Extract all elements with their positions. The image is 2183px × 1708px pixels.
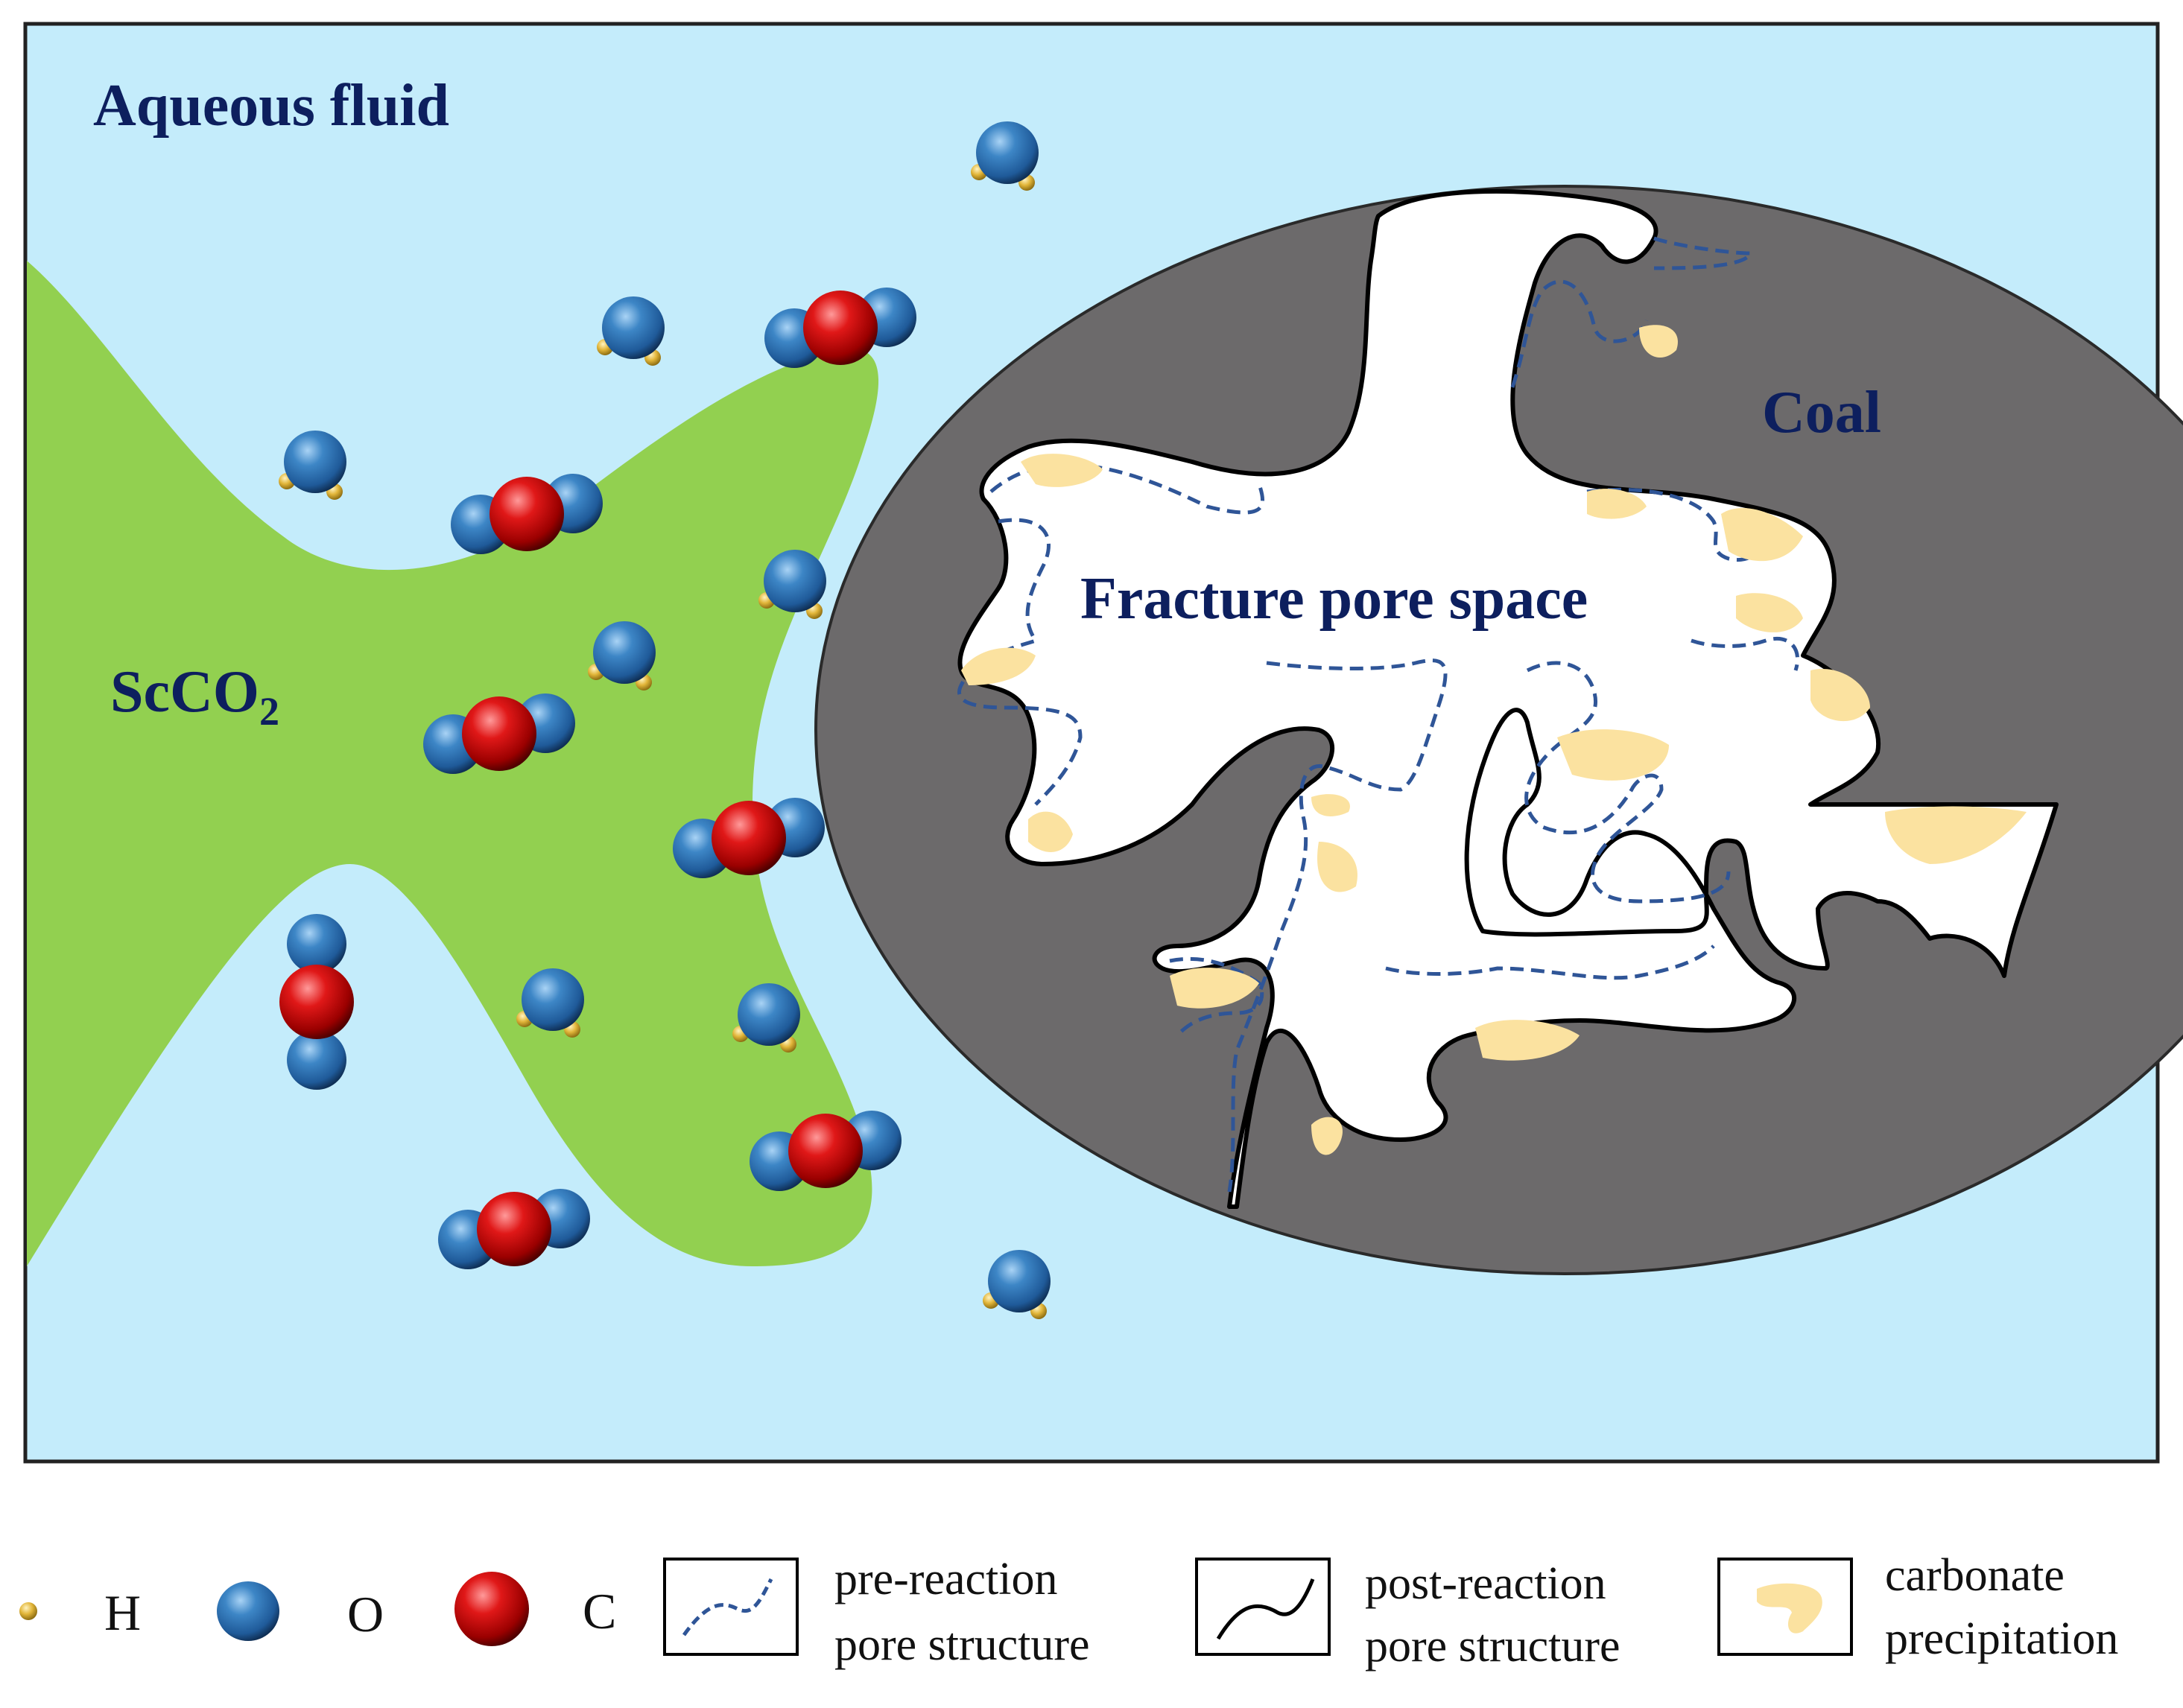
- fracture-pore-space: [957, 188, 2059, 1209]
- legend: H O C pre-reaction pore structure post-r…: [19, 1550, 2118, 1672]
- hydrogen-legend-icon: [19, 1602, 37, 1620]
- hydrogen-legend-label: H: [104, 1584, 141, 1641]
- post-reaction-legend-line2: pore structure: [1365, 1621, 1620, 1672]
- fracture-pore-space-label: Fracture pore space: [1080, 566, 1588, 632]
- scco2-label: ScCO2: [110, 659, 279, 734]
- carbon-legend-icon: [454, 1572, 529, 1646]
- coal-label: Coal: [1762, 380, 1881, 445]
- co2-molecule: [279, 914, 354, 1090]
- carbonate-legend-icon: [1757, 1583, 1822, 1634]
- carbon-legend-label: C: [583, 1583, 616, 1639]
- post-reaction-legend-line1: post-reaction: [1365, 1558, 1606, 1609]
- carbonate-patches: [961, 325, 2027, 1155]
- pre-reaction-legend-line2: pore structure: [834, 1619, 1090, 1670]
- carbonate-legend-line2: precipitation: [1885, 1613, 2118, 1664]
- carbonate-legend-line1: carbonate: [1885, 1550, 2065, 1601]
- post-reaction-legend-icon: [1216, 1578, 1315, 1640]
- scco2-label-subscript: 2: [259, 689, 279, 734]
- oxygen-legend-icon: [217, 1581, 279, 1641]
- pre-reaction-legend-line1: pre-reaction: [834, 1554, 1057, 1604]
- scco2-label-main: ScCO: [110, 659, 259, 725]
- oxygen-legend-label: O: [347, 1586, 384, 1642]
- aqueous-fluid-label: Aqueous fluid: [93, 73, 449, 139]
